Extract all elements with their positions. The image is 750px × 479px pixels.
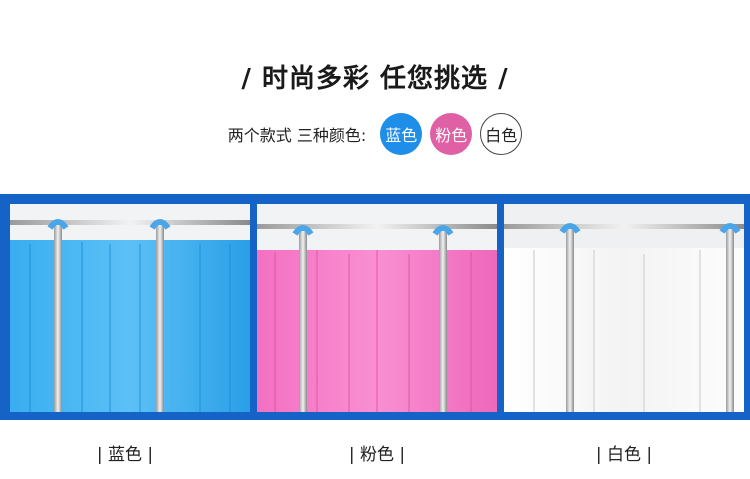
blue-color-swatch[interactable]: 蓝色 [380, 113, 423, 155]
pink-color-swatch[interactable]: 粉色 [430, 113, 473, 155]
caption-pink: | 粉色 | [348, 445, 406, 465]
color-options-row: 两个款式 三种颜色: 蓝色 粉色 白色 [0, 113, 750, 155]
white-color-swatch[interactable]: 白色 [480, 113, 523, 155]
blue-screen-illustration [10, 204, 250, 412]
caption-white: | 白色 | [595, 445, 653, 465]
pink-screen-photo[interactable] [257, 204, 497, 412]
white-screen-illustration [504, 204, 744, 412]
caption-blue: | 蓝色 | [96, 445, 154, 465]
white-screen-photo[interactable] [504, 204, 744, 412]
page-headline: / 时尚多彩 任您挑选 / [241, 64, 509, 94]
pink-screen-illustration [257, 204, 497, 412]
color-options-label: 两个款式 三种颜色: [227, 126, 367, 145]
blue-screen-photo[interactable] [10, 204, 250, 412]
